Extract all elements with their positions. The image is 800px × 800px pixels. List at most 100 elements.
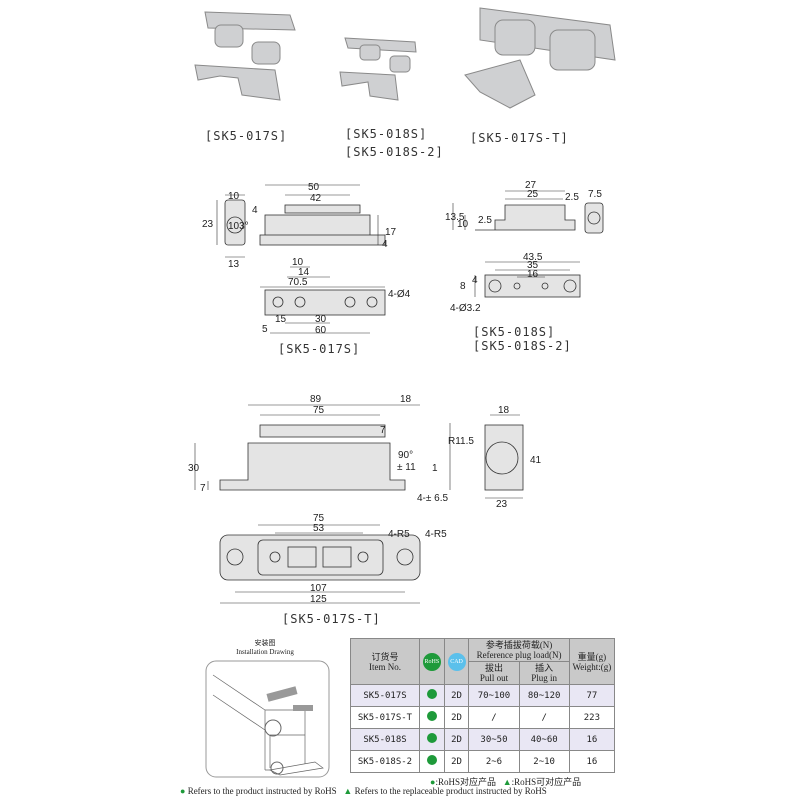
photo-caption-sk5-018s: [SK5-018S]: [345, 127, 428, 141]
svg-text:30: 30: [188, 463, 200, 474]
legend-replace-en: Refers to the replaceable product instru…: [354, 786, 547, 796]
svg-text:4-± 6.5: 4-± 6.5: [417, 493, 448, 504]
svg-text:1: 1: [432, 463, 438, 474]
installation-drawing: [205, 660, 330, 778]
svg-text:103°: 103°: [228, 221, 249, 232]
cell-cad: 2D: [443, 728, 470, 751]
svg-text:± 11: ± 11: [397, 462, 416, 473]
svg-text:90°: 90°: [398, 450, 413, 461]
svg-text:14: 14: [298, 267, 310, 278]
legend-replace-cn: :RoHS可对应产品: [511, 777, 582, 787]
svg-text:2.5: 2.5: [478, 215, 492, 226]
svg-text:23: 23: [202, 219, 214, 230]
cell-rohs: [418, 706, 445, 729]
svg-text:125: 125: [310, 594, 327, 605]
legend-en: ● Refers to the product instructed by Ro…: [180, 786, 547, 796]
cell-rohs: [418, 750, 445, 773]
svg-text:16: 16: [527, 269, 539, 280]
cell-weight: 16: [568, 728, 616, 751]
svg-text:30: 30: [315, 314, 327, 325]
installation-title-en: Installation Drawing: [236, 648, 294, 656]
cell-weight: 223: [568, 706, 616, 729]
svg-text:4: 4: [382, 239, 388, 250]
cell-item: SK5-017S-T: [350, 706, 420, 729]
cell-pull: 30~50: [468, 728, 520, 751]
photo-sk5-018s: [339, 37, 417, 101]
header-rohs: RoHS: [418, 638, 445, 685]
caption-sk5-018s-2: [SK5-018S-2]: [473, 339, 572, 353]
triangle-icon: ▲: [343, 786, 353, 796]
svg-text:75: 75: [313, 405, 325, 416]
cell-item: SK5-018S-2: [350, 750, 420, 773]
cell-pull: 70~100: [468, 684, 520, 707]
svg-text:R11.5: R11.5: [448, 436, 474, 447]
cell-plug: 40~60: [518, 728, 570, 751]
svg-text:8: 8: [460, 281, 466, 292]
svg-text:4-R5: 4-R5: [388, 529, 410, 540]
svg-text:41: 41: [530, 455, 542, 466]
svg-text:27: 27: [525, 180, 537, 191]
photo-caption-sk5-018s-2: [SK5-018S-2]: [345, 145, 444, 159]
svg-text:7: 7: [200, 483, 206, 494]
cell-weight: 16: [568, 750, 616, 773]
table-row: SK5-017S 2D 70~100 80~120 77: [350, 684, 616, 707]
cell-cad: 2D: [443, 750, 470, 773]
header-weight: 重量(g)Weight:(g): [568, 638, 616, 685]
rohs-dot-icon: [426, 755, 437, 765]
cell-rohs: [418, 728, 445, 751]
photo-sk5-017s-t: [464, 7, 616, 109]
cell-item: SK5-018S: [350, 728, 420, 751]
svg-text:89: 89: [310, 394, 322, 405]
svg-text:17: 17: [385, 227, 397, 238]
photo-caption-sk5-017s: [SK5-017S]: [205, 129, 288, 143]
rohs-dot-icon: [426, 711, 437, 721]
caption-sk5-018s: [SK5-018S]: [473, 325, 556, 339]
svg-text:60: 60: [315, 325, 327, 336]
installation-title: 安装图 Installation Drawing: [205, 639, 325, 657]
cell-plug: 80~120: [518, 684, 570, 707]
rohs-dot-icon: [426, 733, 437, 743]
cell-cad: 2D: [443, 684, 470, 707]
svg-text:10: 10: [228, 191, 240, 202]
svg-text:107: 107: [310, 583, 327, 594]
svg-text:18: 18: [498, 405, 510, 416]
drawing-sk5-018s: 27 25 2.5 7.5 13.5 10 2.5 43.5 35 16 8 4…: [445, 180, 604, 314]
svg-text:7: 7: [380, 425, 386, 436]
rohs-icon: RoHS: [422, 652, 441, 671]
svg-text:13: 13: [228, 259, 240, 270]
legend-cn: ●:RoHS对应产品 ▲:RoHS可对应产品: [430, 777, 582, 787]
caption-sk5-017s: [SK5-017S]: [278, 342, 361, 356]
photo-caption-sk5-017s-t: [SK5-017S-T]: [470, 131, 569, 145]
svg-text:2.5: 2.5: [565, 192, 579, 203]
svg-text:53: 53: [313, 523, 325, 534]
svg-text:7.5: 7.5: [588, 189, 602, 200]
svg-text:13.5: 13.5: [445, 212, 465, 223]
cell-rohs: [418, 684, 445, 707]
installation-title-cn: 安装图: [254, 639, 276, 647]
circle-icon: ●: [180, 786, 186, 796]
svg-text:70.5: 70.5: [288, 277, 308, 288]
table-row: SK5-017S-T 2D / / 223: [350, 706, 616, 729]
photo-sk5-017s: [194, 11, 296, 101]
cell-weight: 77: [568, 684, 616, 707]
svg-text:18: 18: [400, 394, 412, 405]
cell-plug: 2~10: [518, 750, 570, 773]
svg-text:50: 50: [308, 182, 320, 193]
svg-text:75: 75: [313, 513, 325, 524]
svg-text:4-Ø4: 4-Ø4: [388, 289, 411, 300]
svg-text:15: 15: [275, 314, 287, 325]
product-photos: [194, 7, 616, 109]
drawing-sk5-017s: 10 23 13 50 42 4 103° 17 4 10 14 70.5 4-…: [202, 182, 411, 336]
svg-text:10: 10: [292, 257, 304, 268]
rohs-dot-icon: [426, 689, 437, 699]
svg-text:42: 42: [310, 193, 322, 204]
cell-plug: /: [518, 706, 570, 729]
caption-sk5-017s-t: [SK5-017S-T]: [282, 612, 381, 626]
svg-text:35: 35: [527, 260, 539, 271]
svg-text:10: 10: [457, 219, 469, 230]
legend-rohs-en: Refers to the product instructed by RoHS: [187, 786, 337, 796]
cell-pull: 2~6: [468, 750, 520, 773]
header-cad: CAD: [443, 638, 470, 685]
